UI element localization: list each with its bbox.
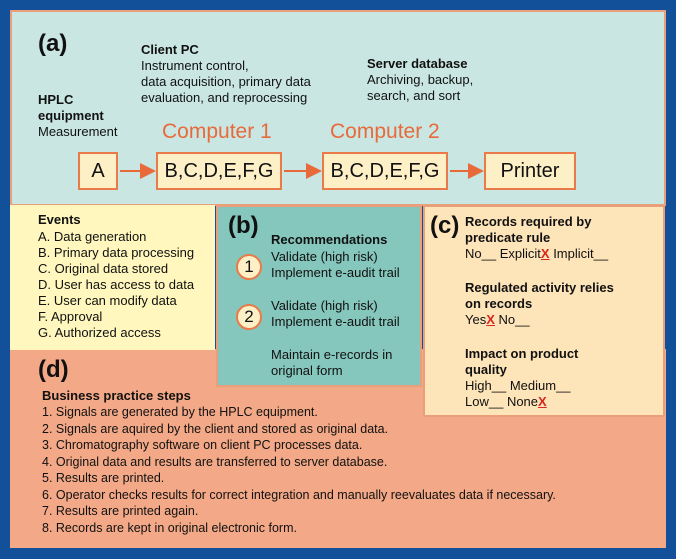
q2-yes: Yes [465, 312, 487, 327]
q3-x-mark: X [538, 394, 547, 409]
q2-title-2: on records [465, 296, 533, 311]
box-a: A [78, 152, 118, 190]
client-desc-3: evaluation, and reprocessing [141, 90, 308, 105]
maintain-line-1: Maintain e-records in [271, 347, 393, 362]
computer-1-label: Computer 1 [162, 120, 272, 143]
q2-x-mark: X [486, 312, 495, 327]
event-item: G. Authorized access [38, 325, 161, 340]
panel-d-extension [216, 386, 422, 406]
server-desc-1: Archiving, backup, [367, 72, 474, 87]
rec-2-line-2: Implement e-audit trail [271, 314, 400, 329]
business-step: 3. Chromatography software on client PC … [42, 438, 363, 452]
business-step: 5. Results are printed. [42, 471, 165, 485]
box-printer: Printer [484, 152, 576, 190]
q1-answers: No__ ExplicitX Implicit__ [465, 246, 608, 262]
business-step: 2. Signals are aquired by the client and… [42, 421, 389, 436]
hplc-title-2: equipment [38, 108, 104, 123]
q1-title-1: Records required by [465, 214, 592, 229]
server-title: Server database [367, 56, 468, 71]
q3-medium: Medium__ [509, 378, 571, 393]
q3-title-1: Impact on product [465, 346, 579, 361]
rec-2-line-1: Validate (high risk) [271, 298, 378, 313]
events-title: Events [38, 212, 81, 227]
client-desc-1: Instrument control, [141, 58, 249, 73]
events-panel [10, 205, 215, 350]
business-steps-title: Business practice steps [42, 388, 191, 403]
box-computer-2: B,C,D,E,F,G [322, 152, 448, 190]
event-item: E. User can modify data [38, 293, 177, 308]
box-computer-1: B,C,D,E,F,G [156, 152, 282, 190]
event-item: F. Approval [38, 309, 103, 324]
client-title: Client PC [141, 42, 199, 57]
q1-explicit: Explicit [499, 246, 541, 261]
rec-1-line-2: Implement e-audit trail [271, 265, 400, 280]
rec-1-line-1: Validate (high risk) [271, 249, 378, 264]
q3-high: High__ [465, 378, 507, 393]
rec-1-badge: 1 [236, 254, 262, 280]
panel-c [423, 205, 665, 417]
panel-a-letter: (a) [38, 30, 68, 57]
event-item: D. User has access to data [38, 277, 195, 292]
q1-title-2: predicate rule [465, 230, 551, 245]
q3-none: None [506, 394, 539, 409]
q3-answers-row-2: Low__ NoneX [465, 394, 547, 410]
panel-b-letter: (b) [228, 212, 259, 239]
hplc-title-1: HPLC [38, 92, 74, 107]
q1-implicit: Implicit__ [553, 246, 609, 261]
event-item: A. Data generation [38, 229, 147, 244]
hplc-desc: Measurement [38, 124, 118, 139]
event-item: C. Original data stored [38, 261, 169, 276]
event-item: B. Primary data processing [38, 245, 195, 260]
business-step: 4. Original data and results are transfe… [42, 454, 388, 469]
q2-title-1: Regulated activity relies [465, 280, 614, 295]
business-step: 8. Records are kept in original electron… [42, 520, 297, 535]
q2-answers: YesX No__ [465, 312, 530, 328]
maintain-line-2: original form [271, 363, 343, 378]
client-desc-2: data acquisition, primary data [141, 74, 311, 89]
rec-2-badge: 2 [236, 304, 262, 330]
panel-b [216, 205, 422, 387]
business-step: 6. Operator checks results for correct i… [42, 487, 556, 502]
computer-2-label: Computer 2 [330, 120, 440, 143]
business-step: 7. Results are printed again. [42, 504, 199, 518]
recommendations-title: Recommendations [271, 232, 388, 247]
q3-answers-row-1: High__ Medium__ [465, 378, 571, 394]
q1-x-mark: X [540, 246, 550, 261]
business-step: 1. Signals are generated by the HPLC equ… [42, 405, 318, 419]
q2-no: No__ [498, 312, 530, 327]
panel-c-letter: (c) [430, 212, 460, 239]
q3-title-2: quality [465, 362, 507, 377]
server-desc-2: search, and sort [367, 88, 461, 103]
panel-d-letter: (d) [38, 356, 69, 383]
q3-low: Low__ [465, 394, 504, 409]
q1-no: No__ [465, 246, 497, 261]
